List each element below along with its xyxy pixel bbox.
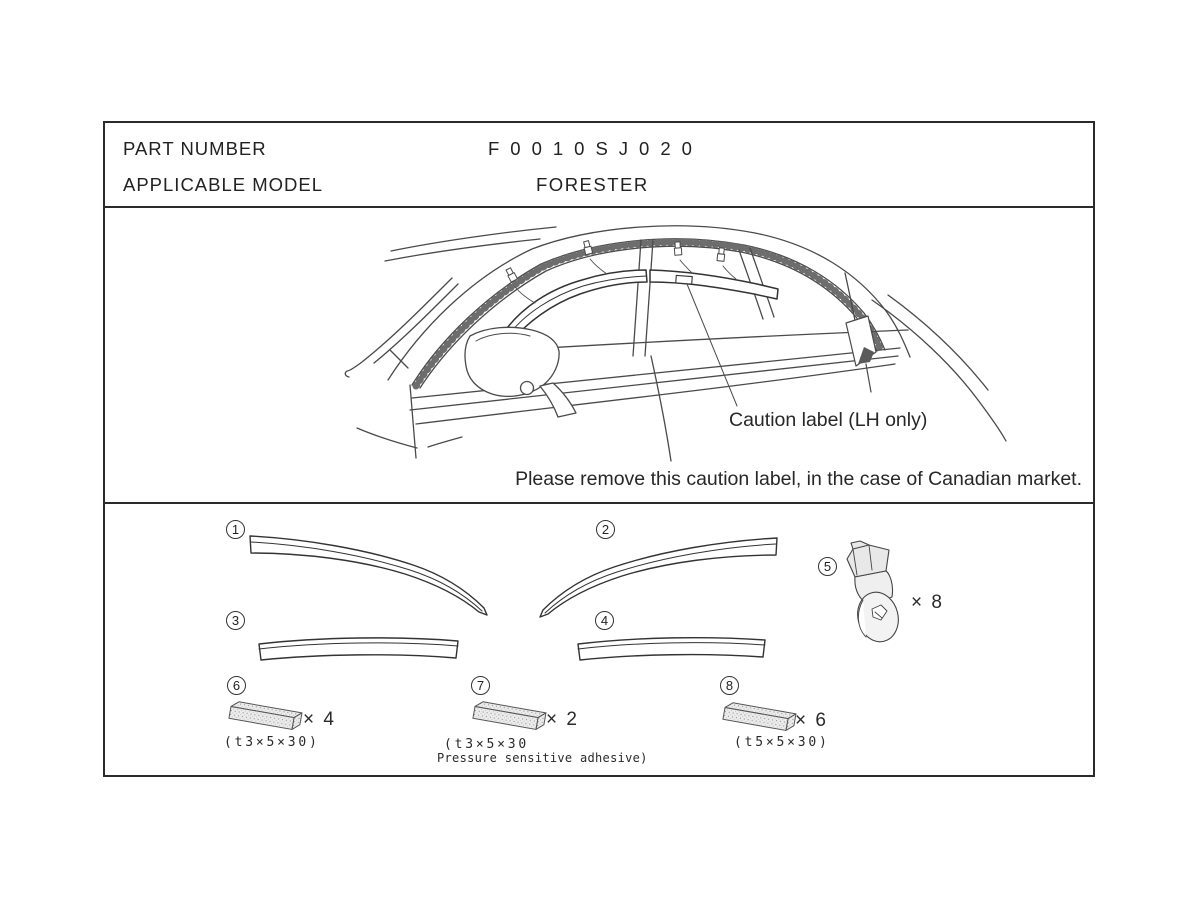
parts-divider xyxy=(104,502,1094,504)
applicable-model-label: APPLICABLE MODEL xyxy=(123,174,324,195)
caution-label-leader xyxy=(686,283,738,407)
part-8-qty: × 6 xyxy=(795,710,828,731)
caution-label-callout: Caution label (LH only) xyxy=(729,409,928,431)
caution-label-on-visor xyxy=(675,274,693,285)
part-6-spec: (t3×5×30) xyxy=(224,735,320,750)
part-5-clip xyxy=(846,540,899,643)
canadian-market-note: Please remove this caution label, in the… xyxy=(515,468,1082,490)
part-1-visor xyxy=(249,535,488,616)
part-7-qty: × 2 xyxy=(546,709,579,730)
part-5-number: 5 xyxy=(818,557,837,576)
leader-lines xyxy=(686,283,738,407)
part-6-number: 6 xyxy=(227,676,246,695)
installed-front-visor-inner xyxy=(507,275,647,337)
part-number-label: PART NUMBER xyxy=(123,138,267,159)
part-7-spec-line2: Pressure sensitive adhesive) xyxy=(437,751,648,765)
part-2-number: 2 xyxy=(596,520,615,539)
part-8-number: 8 xyxy=(720,676,739,695)
header-divider xyxy=(104,206,1094,208)
mirror-camera xyxy=(519,380,535,396)
part-7-spec: (t3×5×30 xyxy=(444,737,530,752)
installed-clips xyxy=(505,240,737,304)
rear-antenna xyxy=(845,315,877,393)
part-7-number: 7 xyxy=(471,676,490,695)
drip-rail-hatching xyxy=(412,238,885,390)
part-8-spec: (t5×5×30) xyxy=(734,735,830,750)
installed-visors xyxy=(503,269,779,345)
part-7-pad xyxy=(472,701,547,730)
part-3-number: 3 xyxy=(226,611,245,630)
part-5-qty: × 8 xyxy=(911,592,944,613)
applicable-model-value: FORESTER xyxy=(536,174,649,195)
parts-art xyxy=(228,535,899,731)
part-number-value: F0010SJ020 xyxy=(488,138,703,159)
part-1-number: 1 xyxy=(226,520,245,539)
side-mirror xyxy=(464,326,577,418)
part-4-number: 4 xyxy=(595,611,614,630)
part-6-qty: × 4 xyxy=(303,709,336,730)
sheet-border xyxy=(103,121,1095,777)
part-6-pad xyxy=(228,701,303,730)
part-8-pad xyxy=(722,702,797,731)
part-2-visor xyxy=(539,537,778,618)
